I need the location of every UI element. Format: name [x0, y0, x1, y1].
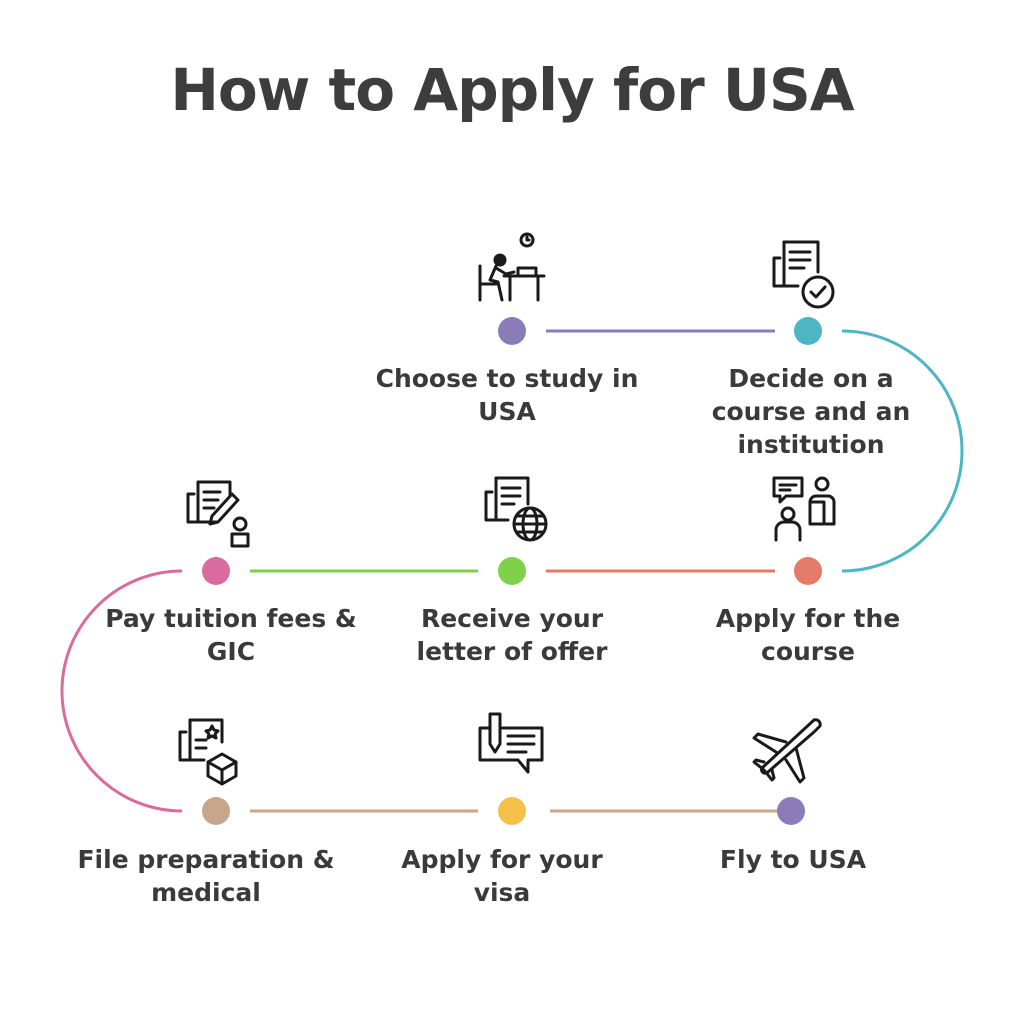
- document-box-icon: [178, 716, 240, 786]
- step-8-dot: [777, 797, 805, 825]
- step-7-dot: [498, 797, 526, 825]
- document-globe-icon: [482, 474, 552, 546]
- step-1-label: Choose to study in USA: [375, 364, 639, 426]
- step-4-label: Receive your letter of offer: [416, 604, 608, 666]
- message-pen-icon: [476, 710, 546, 784]
- step-5-label: Pay tuition fees & GIC: [105, 604, 357, 666]
- step-6-label: File preparation & medical: [77, 845, 335, 907]
- step-3-dot: [794, 557, 822, 585]
- step-3-label: Apply for the course: [715, 604, 901, 666]
- document-check-icon: [770, 238, 838, 310]
- people-chat-icon: [770, 474, 838, 546]
- step-6-dot: [202, 797, 230, 825]
- step-5-dot: [202, 557, 230, 585]
- airplane-icon: [752, 716, 824, 784]
- step-2-dot: [794, 317, 822, 345]
- step-2-label: Decide on a course and an institution: [711, 364, 911, 459]
- step-8-label: Fly to USA: [719, 845, 867, 874]
- connector-2-3: [841, 329, 964, 573]
- step-1-dot: [498, 317, 526, 345]
- connector-5-6: [60, 569, 183, 813]
- step-4-dot: [498, 557, 526, 585]
- step-7-label: Apply for your visa: [401, 845, 603, 907]
- person-at-desk-icon: [474, 230, 546, 302]
- document-signature-icon: [184, 478, 254, 550]
- page-title: How to Apply for USA: [170, 56, 854, 124]
